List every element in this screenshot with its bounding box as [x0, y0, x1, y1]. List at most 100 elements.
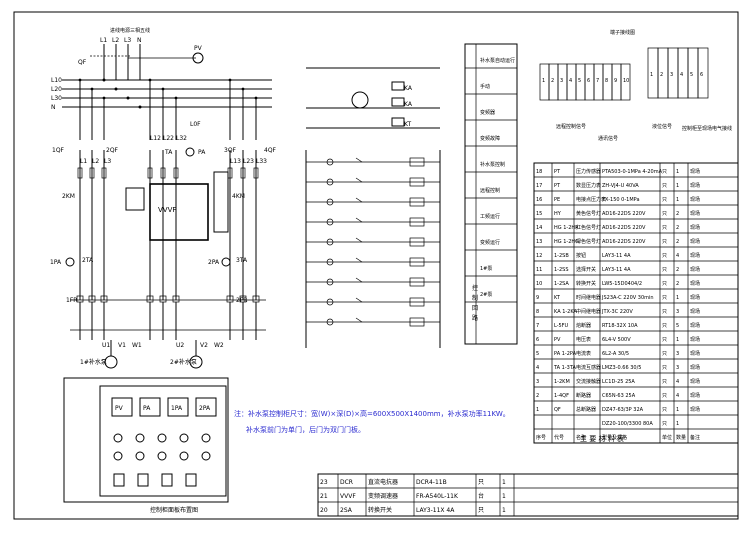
parts-table-cell: HY: [554, 211, 562, 217]
supply-l2: L2: [112, 37, 119, 44]
parts-table-cell: DZ20-100/3300 80A: [602, 421, 653, 427]
terminal-label-bottom: 控制柜至现场电气接线: [682, 125, 732, 132]
panel-meter: PV: [115, 405, 124, 412]
fuse-l2: L2: [92, 158, 99, 165]
fuse-l32: L32: [176, 135, 187, 142]
supply-l1: L1: [100, 37, 107, 44]
km-right: 4KM: [232, 193, 245, 200]
supply-l3: L3: [124, 37, 131, 44]
motor-1-label: 1#补水泵: [80, 358, 107, 366]
parts-table-cell: PT: [554, 169, 561, 175]
parts-table-header: 型号及规格: [602, 434, 627, 441]
parts-table-cell: 现场: [690, 322, 700, 329]
terminal-left-code: 7: [596, 78, 599, 84]
parts-table-cell: 1-4QF: [554, 393, 569, 399]
parts-table-cell: RT18-32X 10A: [602, 323, 638, 329]
control-legend-item: 2#泵: [480, 292, 492, 298]
parts-table-cell: 1: [676, 421, 679, 427]
ka-top-2: KA: [404, 101, 413, 108]
parts-table-cell: 只: [662, 365, 667, 371]
bottom-table-cell: VVVF: [340, 493, 356, 500]
bus-n: N: [51, 104, 56, 111]
control-circuit: 补水泵自动运行手动变频器变频故障补水泵控制远程控制工频运行变频运行1#泵2#泵 …: [305, 43, 518, 348]
bus-l10: L10: [51, 77, 62, 84]
parts-table-cell: 电接点压力表: [576, 196, 606, 203]
parts-table-cell: 现场: [690, 280, 700, 287]
bottom-table-cell: 转换开关: [368, 506, 392, 514]
fuse-l12: L12: [150, 135, 161, 142]
parts-table-cell: ZH-VJ4-U 40VA: [602, 183, 639, 189]
terminal-left-code: 4: [569, 78, 572, 84]
parts-table-cell: AD16-22DS 220V: [602, 211, 646, 217]
parts-table-cell: PE: [554, 197, 560, 203]
parts-table-cell: PTA503-0-1MPa 4-20mA: [602, 169, 663, 175]
control-legend-item: 补水泵控制: [480, 161, 505, 168]
parts-table-cell: LW5-15D0404/2: [602, 281, 642, 287]
parts-table-cell: 6L4-V 500V: [602, 337, 631, 343]
parts-table-cell: 电流表: [576, 350, 591, 357]
fr-left: 1FR: [66, 297, 77, 304]
parts-table-cell: 18: [536, 169, 542, 175]
control-legend-item: 变频器: [480, 109, 495, 116]
note-line-1: 注：补水泵控制柜尺寸：宽(W)×深(D)×高=600X500X1400mm，补水…: [234, 409, 510, 418]
pa-meter: [185, 147, 195, 157]
parts-table-cell: 只: [662, 323, 667, 329]
control-legend-item: 手动: [480, 83, 490, 90]
parts-table-cell: 只: [662, 281, 667, 287]
parts-table-cell: AD16-22DS 220V: [602, 239, 646, 245]
parts-table-cell: JTX-3C 220V: [601, 309, 633, 315]
parts-table-cell: 只: [662, 309, 667, 315]
bottom-table-cell: 1: [502, 493, 506, 500]
ka-top-1: KA: [404, 85, 413, 92]
parts-table-cell: 只: [662, 183, 667, 189]
fuse-l3: L3: [104, 158, 111, 165]
terminal-label-left: 远程控制信号: [556, 123, 586, 130]
pa-label: PA: [198, 149, 206, 156]
parts-table-cell: 现场: [690, 336, 700, 343]
bottom-table-cell: 2SA: [340, 507, 353, 514]
pv-meter-label: PV: [194, 45, 203, 52]
parts-table-cell: LAY3-11 4A: [602, 253, 631, 259]
parts-table-cell: 电压表: [576, 336, 591, 343]
parts-table-cell: 现场: [690, 224, 700, 231]
parts-table-cell: 转换开关: [576, 280, 596, 287]
parts-table-cell: 现场: [690, 182, 700, 189]
fuse-l13: L13: [230, 158, 241, 165]
parts-table-cell: 2: [676, 239, 679, 245]
control-legend-item: 远程控制: [480, 187, 500, 194]
parts-table-cell: 按钮: [576, 252, 586, 259]
parts-table-cell: 9: [536, 295, 539, 301]
parts-table-cell: 1: [536, 407, 539, 413]
parts-table-cell: 绿色信号灯: [576, 238, 601, 245]
parts-table-cell: 4: [536, 365, 539, 371]
parts-table-cell: 只: [662, 351, 667, 357]
parts-table-header: 数量: [676, 434, 686, 441]
fuse-l22: L22: [163, 135, 174, 142]
bpa-left: 1PA: [50, 259, 62, 266]
parts-table-cell: LMZ3-0.66 30/5: [602, 365, 641, 371]
parts-table-cell: 2: [676, 225, 679, 231]
terminal-top-label: 端子接线图: [610, 29, 635, 36]
parts-table-cell: 14: [536, 225, 542, 231]
parts-table-cell: 12: [536, 253, 542, 259]
control-legend-frame: [464, 43, 518, 345]
ta-label: TA: [164, 149, 173, 156]
panel-title: 控制柜面板布置图: [150, 506, 198, 514]
parts-table-cell: 2: [536, 393, 539, 399]
parts-table-cell: 只: [662, 379, 667, 385]
parts-table-cell: 只: [662, 253, 667, 259]
terminal-left-code: 6: [587, 78, 590, 84]
control-side-2: 制: [472, 294, 478, 302]
fuse-l33: L33: [256, 158, 267, 165]
parts-table-cell: 现场: [690, 350, 700, 357]
motor-1-v: V1: [118, 342, 126, 349]
parts-table-cell: JS23A-C 220V 30min: [601, 295, 654, 301]
control-legend-item: 1#泵: [480, 266, 492, 272]
parts-table-cell: KT: [554, 295, 561, 301]
motor-2-w: W2: [214, 342, 224, 349]
